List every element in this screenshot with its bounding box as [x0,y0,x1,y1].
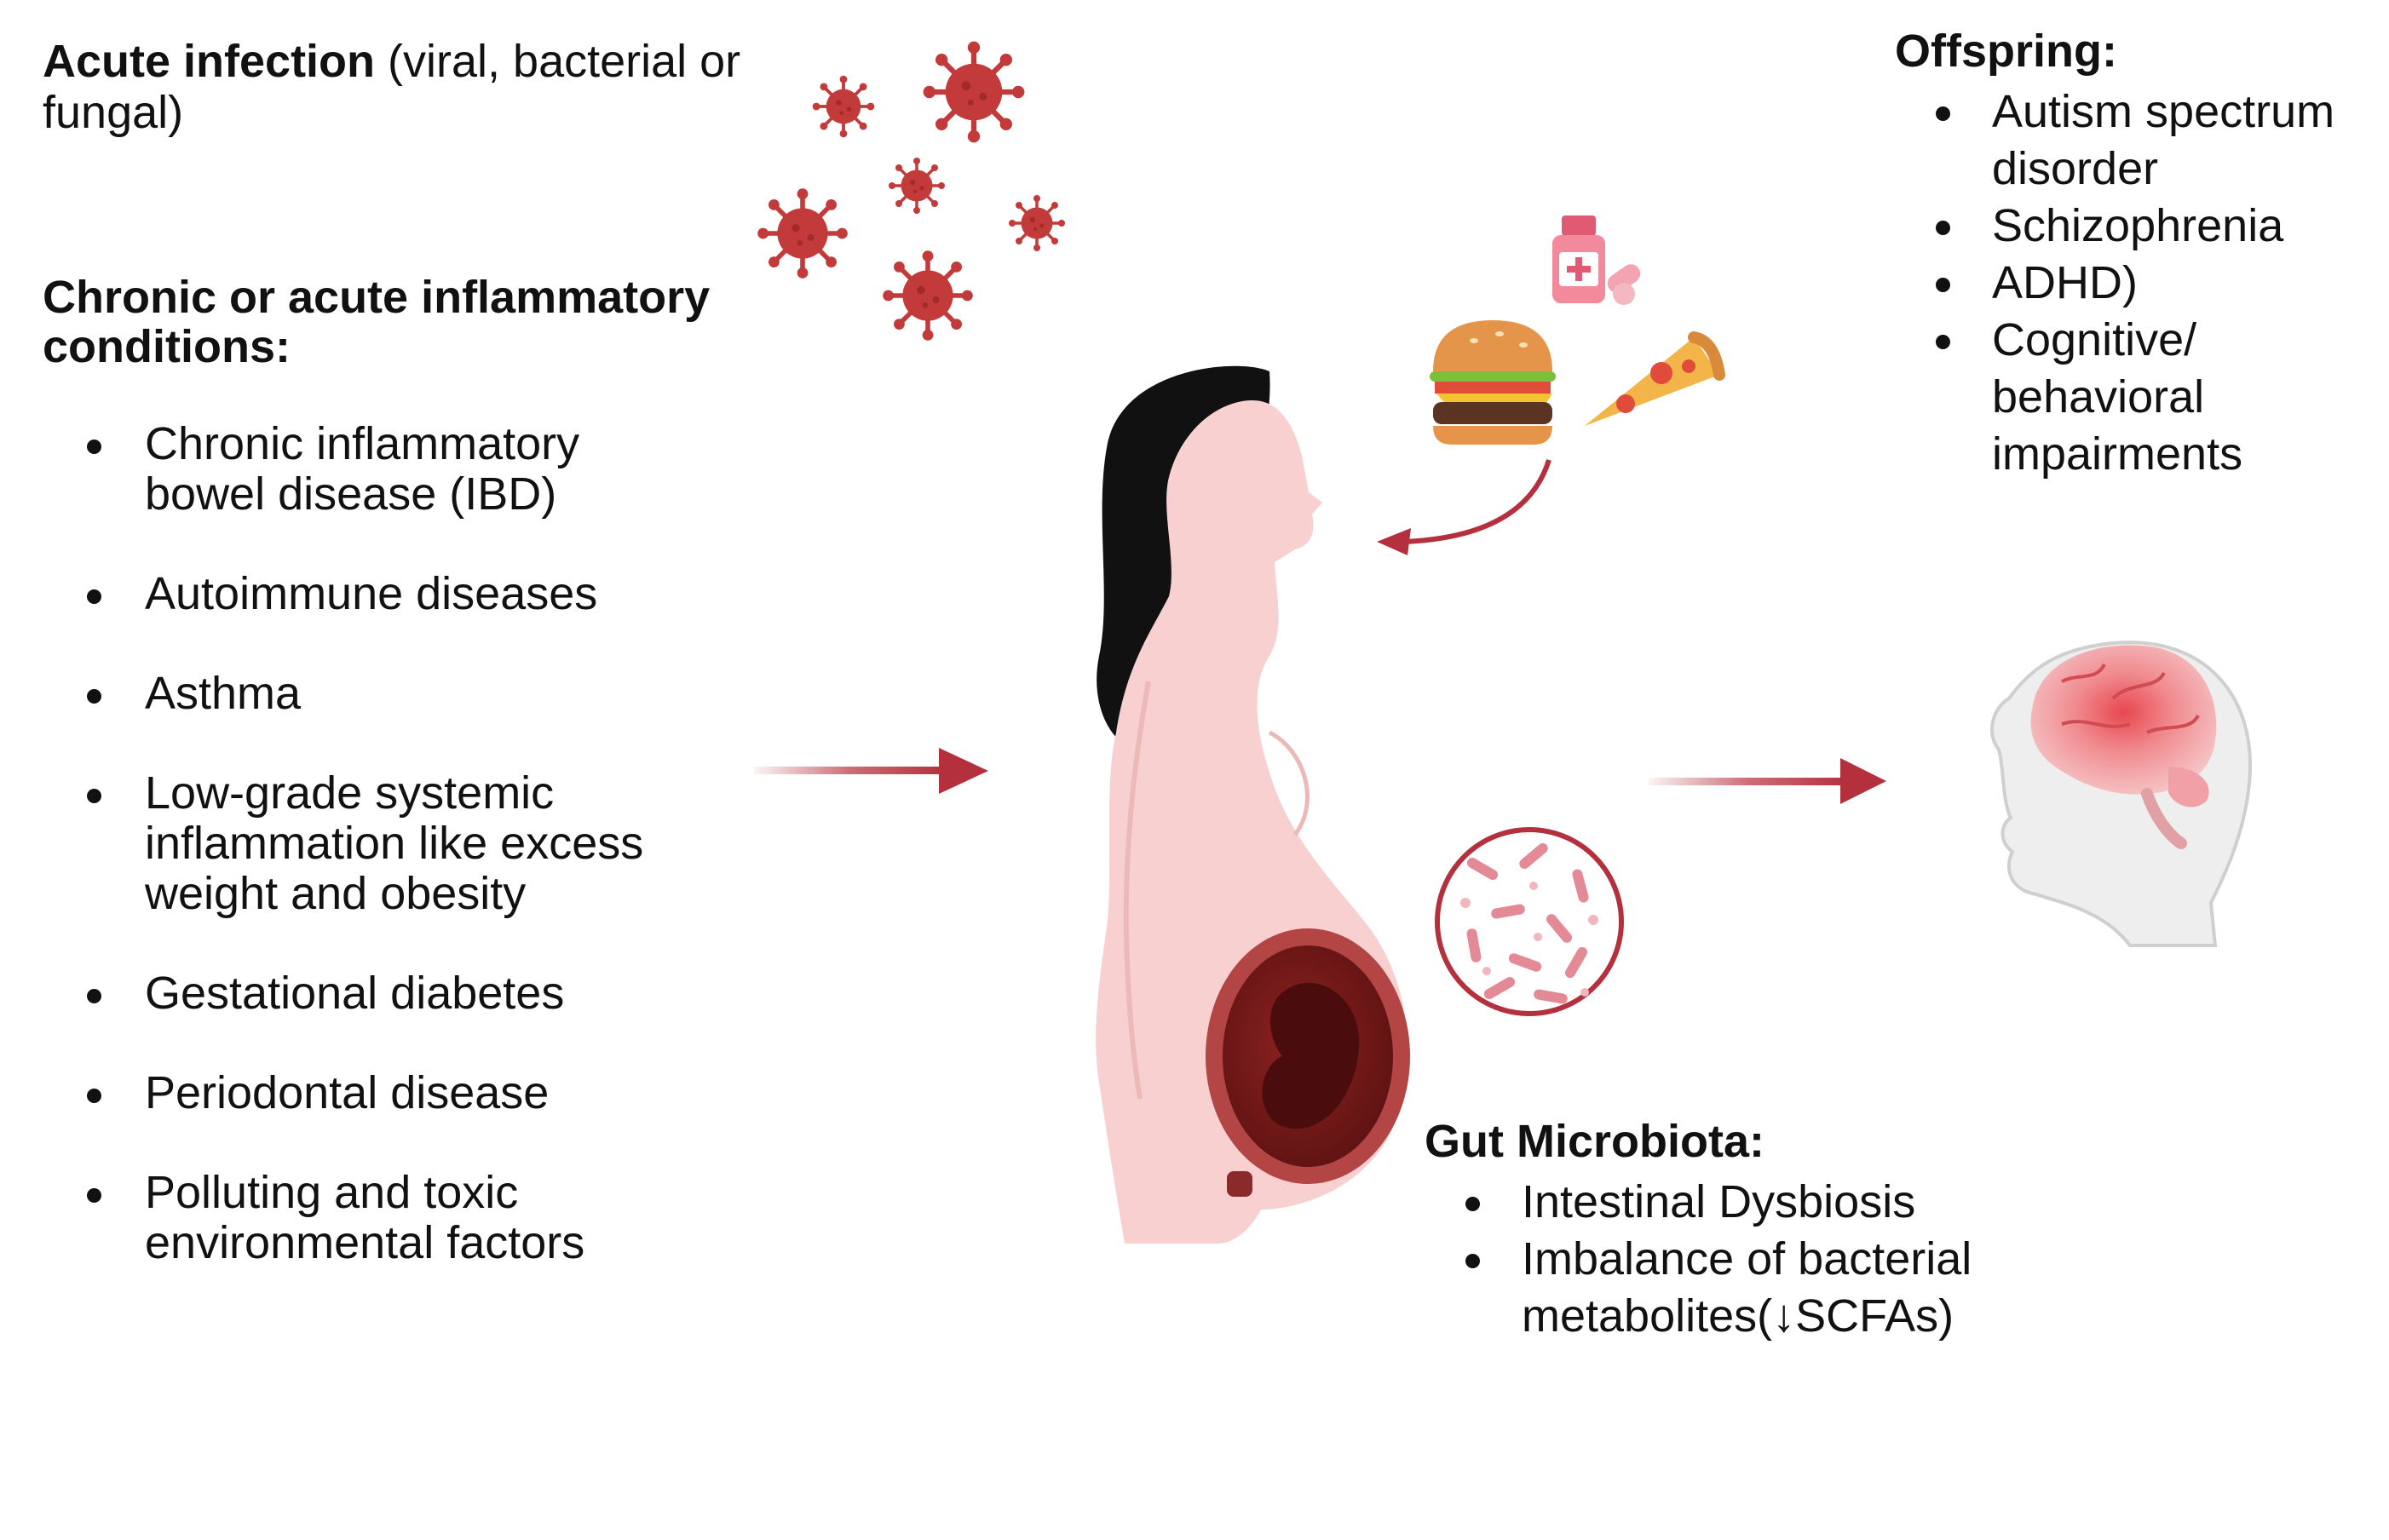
list-item: Autism spectrum disorder [1891,83,2386,198]
offspring-heading: Offspring: [1895,26,2117,77]
curved-arrow [1377,459,1551,555]
list-item: Cognitive/ behavioral impairments [1891,312,2386,483]
acute-infection-label: Acute infection (viral, bacterial or fun… [43,36,792,138]
list-item: Periodontal disease [43,1068,656,1118]
bacteria-icon [1435,827,1624,1016]
list-item: Intestinal Dysbiosis [1421,1174,2069,1231]
burger-icon [1430,320,1556,445]
acute-infection-subtitle: (viral, bacterial or fungal) [43,36,741,138]
gut-microbiota-heading: Gut Microbiota: [1425,1116,1764,1167]
arrow-to-offspring [1649,758,1886,804]
list-item: Imbalance of bacterial metabolites(↓SCFA… [1421,1231,2069,1345]
virus-icon [887,156,947,215]
list-item: Schizophrenia [1891,198,2386,255]
list-item: Autoimmune diseases [43,569,656,619]
list-item: Polluting and toxic environmental factor… [43,1168,656,1268]
virus-icon [883,250,973,341]
acute-infection-title: Acute infection [43,36,376,87]
pizza-icon [1585,331,1725,426]
virus-icon [924,42,1025,143]
pregnant-woman-icon [1096,365,1410,1244]
arrow-to-mother [754,748,988,794]
list-item: Asthma [43,669,656,719]
chronic-conditions-heading: Chronic or acute inflammatory conditions… [43,272,711,372]
gut-microbiota-list: Intestinal Dysbiosis Imbalance of bacter… [1421,1174,2069,1345]
medicine-bottle-icon [1552,215,1605,303]
list-item: Gestational diabetes [43,968,656,1019]
list-item: Low-grade systemic inflammation like exc… [43,768,656,919]
list-item: Chronic inflammatory bowel disease (IBD) [43,419,656,520]
pills-icon [1607,264,1641,305]
virus-icon [1007,193,1067,253]
virus-icon [757,188,848,279]
chronic-conditions-list: Chronic inflammatory bowel disease (IBD)… [43,419,656,1318]
baby-brain-icon [1990,641,2253,947]
list-item: ADHD) [1891,255,2386,312]
virus-icon [810,73,877,140]
offspring-list: Autism spectrum disorder Schizophrenia A… [1891,83,2386,483]
